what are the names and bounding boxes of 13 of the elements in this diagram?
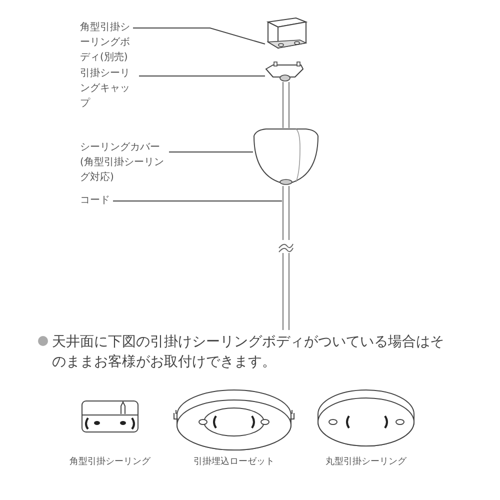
fitting-caption: 引掛埋込ローゼット — [194, 456, 274, 468]
fitting-caption: 丸型引掛シーリング — [326, 456, 406, 468]
cover-drawing — [252, 128, 320, 186]
part-label: 引掛シーリングキャップ — [80, 66, 138, 111]
leader-line — [132, 28, 266, 44]
leader-line — [112, 200, 282, 202]
part-drawing — [263, 61, 305, 83]
part-label: コード — [80, 193, 112, 208]
cord-drawing — [281, 82, 291, 330]
part-label: 角型引掛シーリングボディ(別売) — [80, 20, 132, 65]
fitting-caption: 角型引掛シーリング — [70, 456, 150, 468]
part-label: シーリングカバー(角型引掛シーリング対応) — [80, 140, 168, 185]
note-text: 天井面に下図の引掛けシーリングボディがついている場合はそのままお客様がお取付けできます。 — [52, 333, 445, 372]
